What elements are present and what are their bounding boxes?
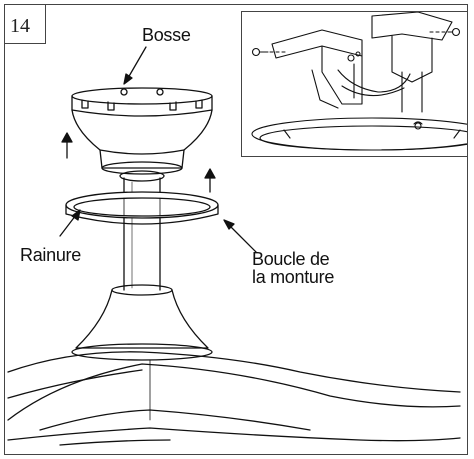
callout-boucle [223,219,257,253]
inset-illustration [251,12,467,151]
callout-bosse [123,46,147,85]
up-arrow-right [204,168,216,193]
figure-frame [4,4,468,455]
screw-icon-right [429,27,461,37]
label-bosse: Bosse [142,25,191,45]
step-number-box [4,4,46,44]
up-arrow-left [61,132,73,159]
step-number: 14 [10,15,30,37]
downrod [119,170,165,291]
canopy-housing [71,87,213,175]
screw-icon-left [251,47,287,57]
inset-detail [241,11,468,157]
mounting-ring [65,191,219,225]
label-boucle-line2: la monture [252,267,335,287]
label-rainure: Rainure [20,245,81,265]
callout-rainure [59,209,81,237]
lower-housing [71,284,213,361]
fan-blades [7,351,461,446]
label-boucle-line1: Boucle de [252,249,330,269]
